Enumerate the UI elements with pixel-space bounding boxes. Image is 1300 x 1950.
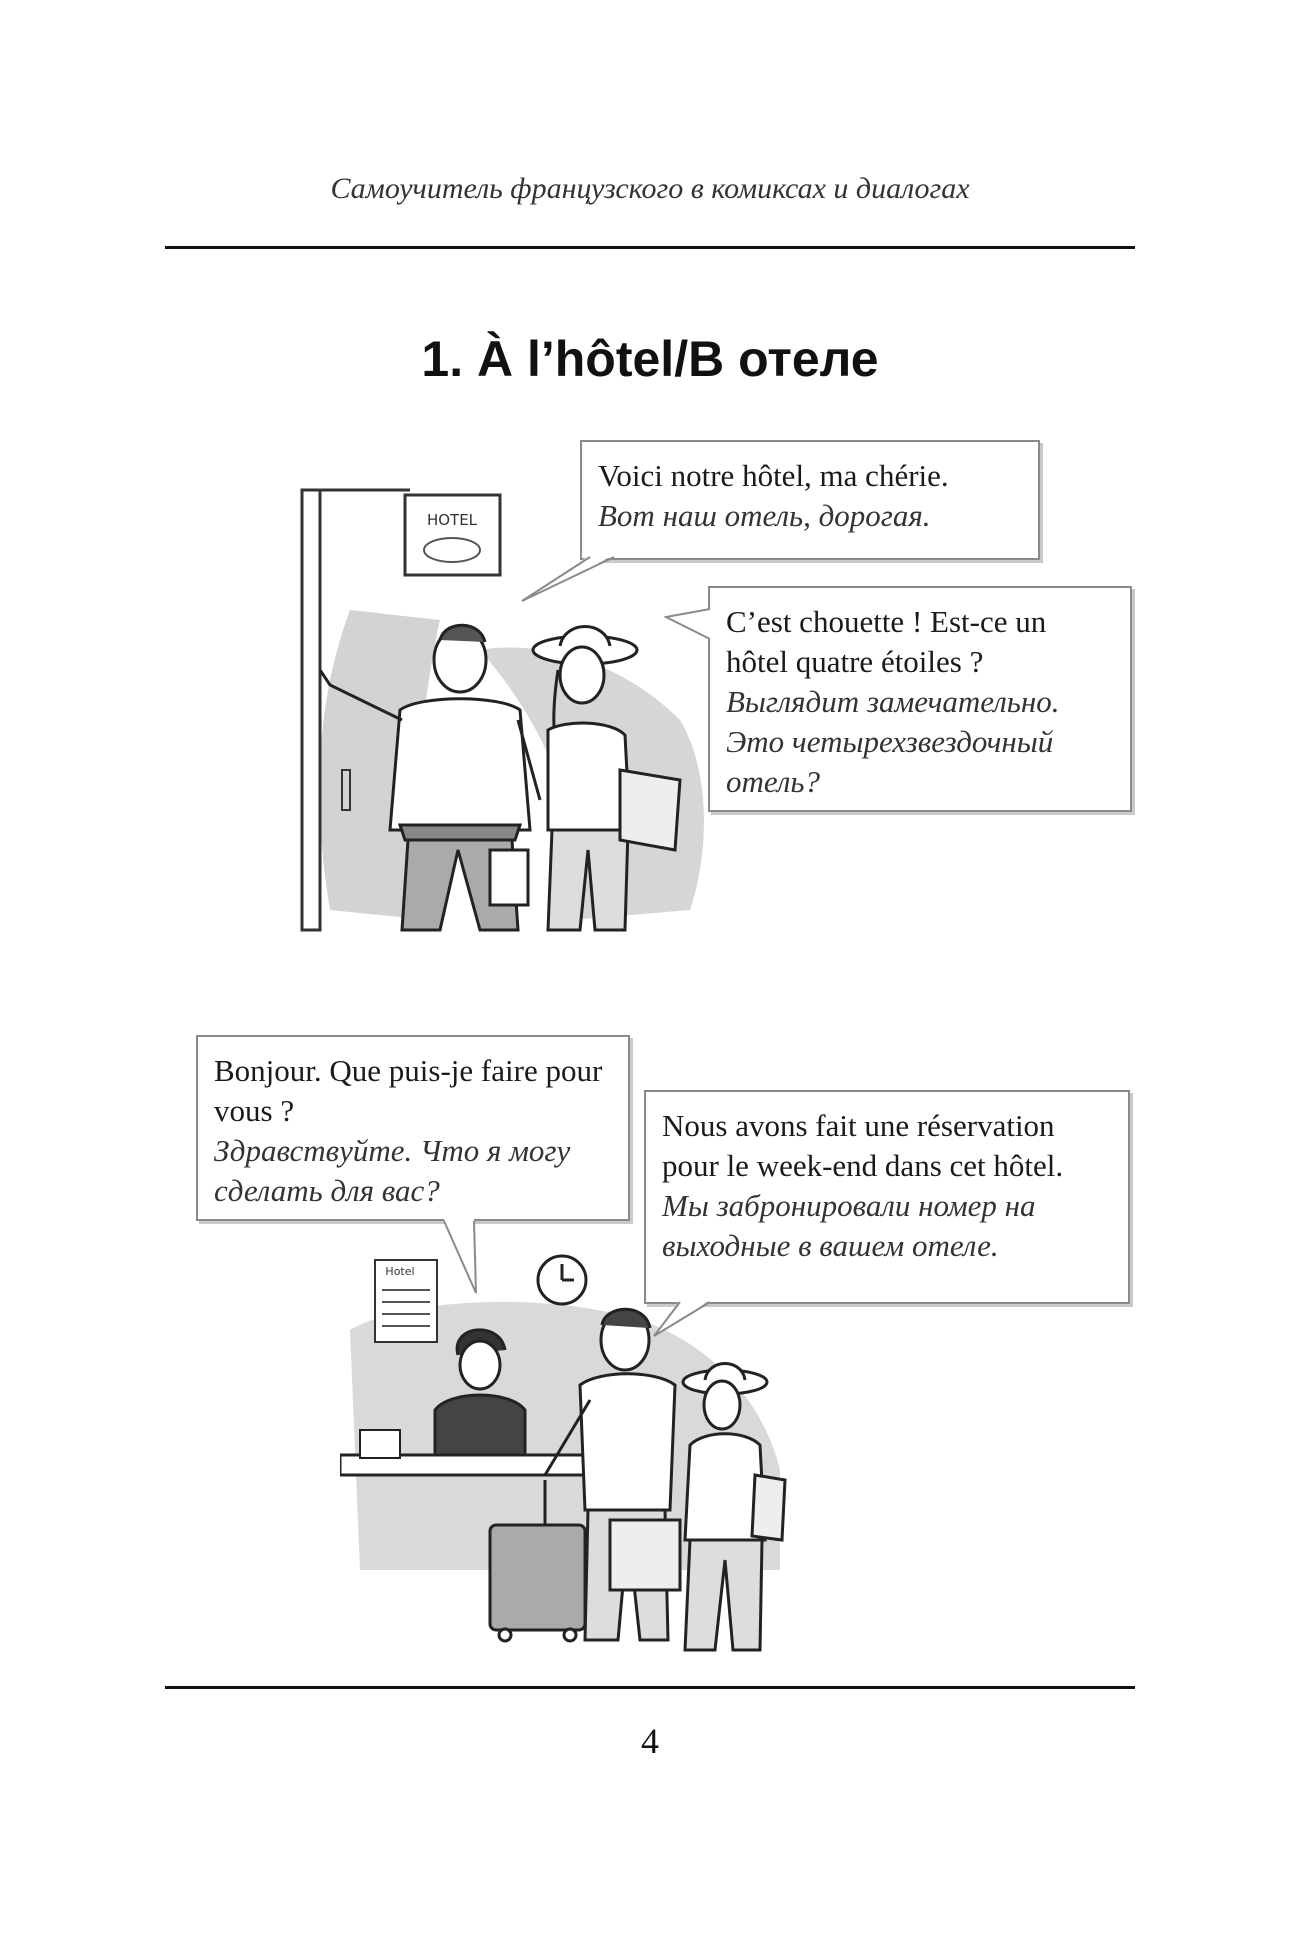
receptionist-figure: [433, 1328, 527, 1457]
bubble-fr-text: Voici notre hôtel, ma chérie.: [598, 458, 949, 493]
woman-figure: [531, 625, 682, 932]
chapter-title: 1. À l’hôtel/В отеле: [421, 331, 879, 387]
panel2-illustration: Hotel: [340, 1254, 787, 1652]
speech-bubble-guest: Nous avons fait une réservation pour le …: [644, 1090, 1130, 1304]
speech-bubble-tail: [443, 1219, 477, 1294]
hotel-sign-text: HOTEL: [427, 511, 478, 529]
speech-bubble-tail: [653, 1300, 711, 1337]
rolling-suitcase: [488, 1480, 587, 1643]
guest-man-figure: [543, 1307, 682, 1642]
guest-woman-figure: [681, 1362, 787, 1652]
page-number: 4: [641, 1721, 659, 1761]
speech-bubble-man-1: Voici notre hôtel, ma chérie. Вот наш от…: [580, 440, 1040, 560]
panel1-illustration: HOTEL: [300, 488, 704, 932]
hotel-sign: HOTEL: [403, 493, 502, 577]
footer-rule: [165, 1686, 1135, 1689]
hotel-poster: Hotel: [374, 1259, 438, 1343]
bubble-fr-text: C’est chouette ! Est-ce un hôtel quatre …: [726, 604, 1047, 679]
speech-bubble-woman-1: C’est chouette ! Est-ce un hôtel quatre …: [708, 586, 1132, 812]
bubble-fr-text: Nous avons fait une réservation pour le …: [662, 1108, 1064, 1183]
bubble-ru-text: Выглядит замечательно. Это четырехзвездо…: [726, 684, 1060, 799]
running-head: Самоучитель французского в комиксах и ди…: [330, 172, 970, 205]
wall-clock: [536, 1254, 588, 1306]
speech-bubble-tail: [521, 555, 615, 602]
bubble-fr-text: Bonjour. Que puis-je faire pour vous ?: [214, 1053, 603, 1128]
bubble-ru-text: Вот наш отель, дорогая.: [598, 498, 931, 533]
speech-bubble-tail: [664, 608, 711, 640]
bubble-ru-text: Здравствуйте. Что я могу сделать для вас…: [214, 1133, 571, 1208]
speech-bubble-receptionist: Bonjour. Que puis-je faire pour vous ? З…: [196, 1035, 630, 1221]
hotel-poster-text: Hotel: [385, 1265, 414, 1278]
header-rule: [165, 246, 1135, 249]
bubble-ru-text: Мы забронировали номер на выходные в ваш…: [662, 1188, 1036, 1263]
